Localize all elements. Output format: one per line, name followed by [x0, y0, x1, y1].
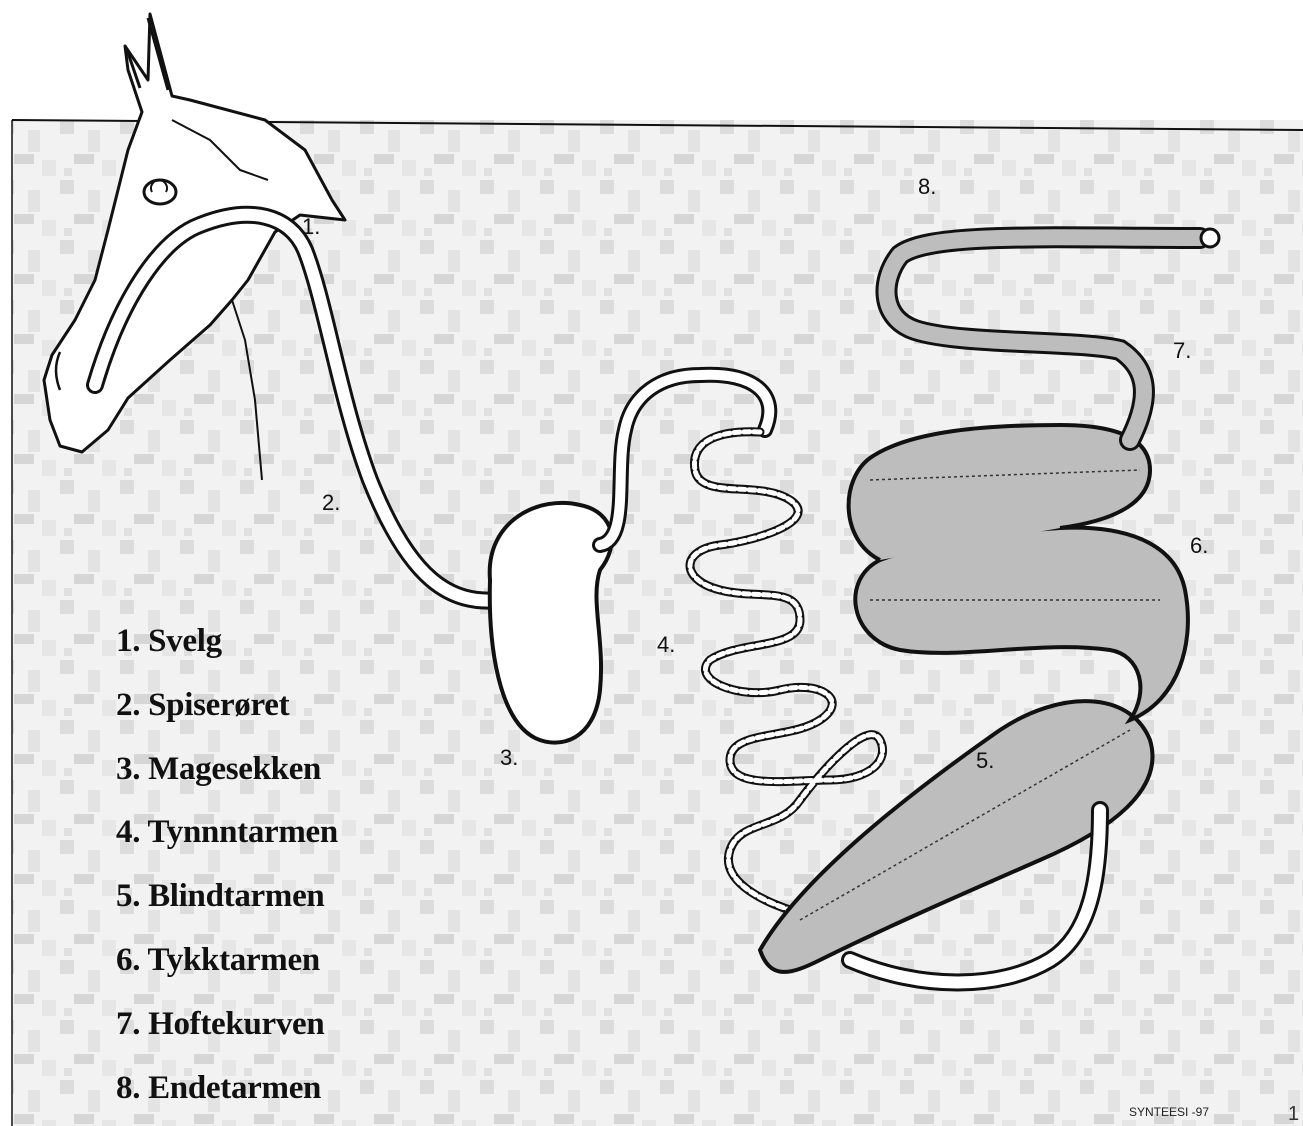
callout-stomach: 3.	[500, 745, 518, 771]
callout-small-intestine: 4.	[657, 632, 675, 658]
legend-item: 2. Spiserøret	[116, 674, 338, 738]
callout-pharynx: 1.	[302, 214, 320, 240]
credit-text: SYNTEESI -97	[1129, 1105, 1209, 1119]
legend-list: 1. Svelg 2. Spiserøret 3. Magesekken 4. …	[116, 610, 338, 1120]
legend-item: 4. Tynnntarmen	[116, 801, 338, 865]
legend-item: 7. Hoftekurven	[116, 993, 338, 1057]
legend-item: 5. Blindtarmen	[116, 865, 338, 929]
legend-item: 8. Endetarmen	[116, 1057, 338, 1121]
callout-oesophagus: 2.	[322, 490, 340, 516]
callout-large-colon: 6.	[1190, 533, 1208, 559]
callout-rectum: 8.	[918, 174, 936, 200]
page-number: 1	[1288, 1103, 1299, 1126]
legend-item: 6. Tykktarmen	[116, 929, 338, 993]
callout-caecum: 5.	[976, 748, 994, 774]
legend-item: 3. Magesekken	[116, 738, 338, 802]
legend-item: 1. Svelg	[116, 610, 338, 674]
callout-pelvic-flexure: 7.	[1173, 338, 1191, 364]
